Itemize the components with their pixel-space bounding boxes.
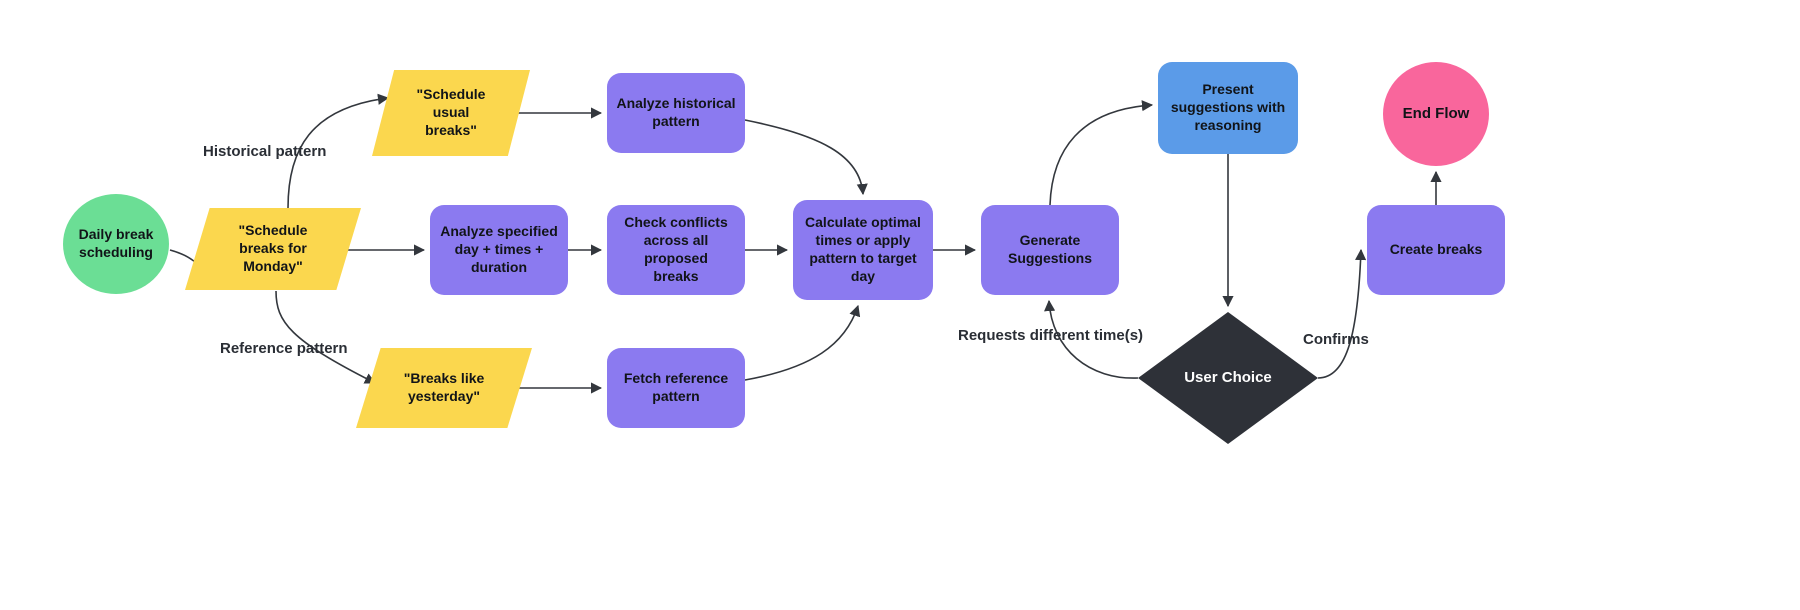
node-present-suggestions-with-reasoning[interactable]: Present suggestions with reasoning: [1158, 62, 1298, 154]
node-label: End Flow: [1402, 105, 1470, 123]
parallelogram-shape: [356, 348, 532, 428]
node-analyze-specified-day-times-duration[interactable]: Analyze specified day + times + duration: [430, 205, 568, 295]
parallelogram-shape: [372, 70, 530, 156]
node-analyze-historical-pattern[interactable]: Analyze historical pattern: [607, 73, 745, 153]
node-label: Calculate optimal times or apply pattern…: [805, 214, 921, 284]
edge-label-historical-pattern: Historical pattern: [203, 143, 327, 160]
node-label: Generate Suggestions: [1007, 232, 1092, 266]
node-label: Present suggestions with reasoning: [1170, 81, 1286, 133]
node-user-choice-decision[interactable]: User Choice: [1138, 312, 1318, 444]
node-daily-break-scheduling[interactable]: Daily break scheduling: [63, 194, 169, 294]
node-label: "Schedule breaks for Monday": [238, 222, 308, 274]
node-label: Check conflicts across all proposed brea…: [624, 214, 728, 284]
node-label: Analyze historical pattern: [616, 95, 736, 129]
node-label: Daily break scheduling: [78, 226, 154, 260]
node-check-conflicts-across-all-proposed-breaks[interactable]: Check conflicts across all proposed brea…: [607, 205, 745, 295]
node-label: Create breaks: [1389, 241, 1483, 258]
node-calculate-optimal-times-or-apply-pattern[interactable]: Calculate optimal times or apply pattern…: [793, 200, 933, 300]
edge-fetch-reference-to-calculate-optimal: [744, 304, 861, 381]
node-schedule-breaks-for-monday[interactable]: "Schedule breaks for Monday": [185, 208, 361, 290]
node-label: User Choice: [1184, 369, 1272, 387]
node-fetch-reference-pattern[interactable]: Fetch reference pattern: [607, 348, 745, 428]
edge-label-reference-pattern: Reference pattern: [220, 340, 348, 357]
node-end-flow[interactable]: End Flow: [1383, 62, 1489, 166]
edge-user-choice-to-create-breaks: [1317, 248, 1367, 379]
node-generate-suggestions[interactable]: Generate Suggestions: [981, 205, 1119, 295]
edge-analyze-historical-to-calculate-optimal: [744, 119, 868, 196]
edge-generate-suggestions-to-present-suggestions: [1049, 100, 1154, 206]
node-label: "Breaks like yesterday": [403, 370, 485, 404]
node-label: "Schedule usual breaks": [416, 86, 486, 138]
node-schedule-usual-breaks[interactable]: "Schedule usual breaks": [372, 70, 530, 156]
node-label: Analyze specified day + times + duration: [440, 223, 558, 275]
node-label: Fetch reference pattern: [623, 370, 729, 404]
parallelogram-shape: [185, 208, 361, 290]
edge-label-confirms: Confirms: [1303, 331, 1369, 348]
node-breaks-like-yesterday[interactable]: "Breaks like yesterday": [356, 348, 532, 428]
node-create-breaks[interactable]: Create breaks: [1367, 205, 1505, 295]
edge-label-requests-different-times: Requests different time(s): [958, 327, 1144, 344]
